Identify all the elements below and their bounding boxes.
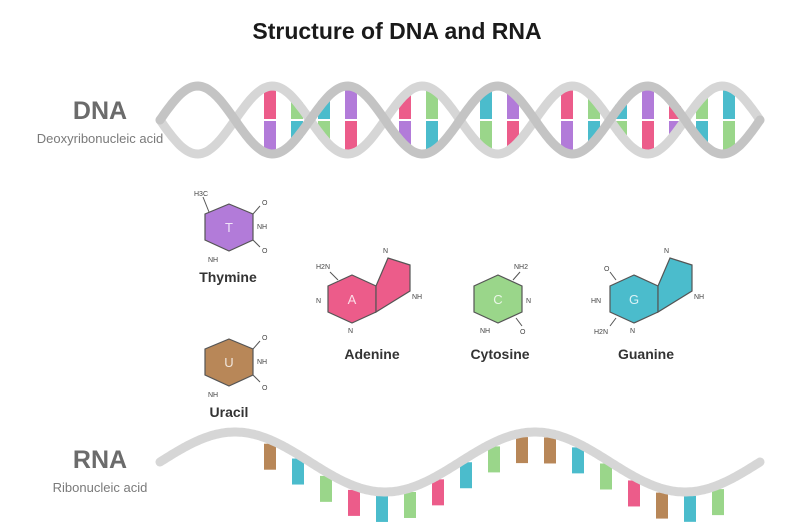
rna-base-guanine [684,495,696,522]
rna-subtitle: Ribonucleic acid [52,480,148,495]
rna-base-cytosine [404,491,416,518]
adenine-group-nh-right: NH [412,294,422,301]
dna-base-adenine [264,86,276,119]
thymine-group-o-top: O [262,200,268,207]
thymine-molecule: T H3C O NH NH O [194,191,268,264]
uracil-letter: U [224,355,233,370]
rna-base-guanine [460,462,472,489]
dna-base-guanine [723,87,735,119]
cytosine-group-nh: NH [480,328,490,335]
adenine-group-nh2: H2N [316,264,330,271]
dna-backbone-strand-2 [155,81,765,159]
rna-bases [264,437,724,522]
cytosine-group-nh2: NH2 [514,264,528,271]
dna-base-adenine [561,86,573,119]
uracil-group-nh-right: NH [257,359,267,366]
rna-base-uracil [516,437,528,464]
guanine-pentagon [657,257,693,314]
guanine-group-n-top: N [664,248,669,255]
rna-base-uracil [544,437,556,464]
adenine-letter: A [348,292,357,307]
thymine-letter: T [225,220,233,235]
rna-base-guanine [572,447,584,474]
dna-label: DNA [72,97,128,125]
dna-double-helix [155,81,765,159]
dna-base-thymine [345,86,357,119]
cytosine-group-o: O [520,329,526,336]
rna-base-adenine [628,480,640,507]
guanine-group-n-bottom: N [630,328,635,335]
guanine-name: Guanine [617,346,674,362]
rna-base-cytosine [320,475,332,502]
rna-backbone-strand [155,427,765,497]
dna-base-thymine [561,121,573,154]
adenine-pentagon [375,257,411,314]
guanine-group-o: O [604,266,610,273]
rna-base-adenine [348,489,360,516]
rna-label: RNA [72,446,128,474]
cytosine-letter: C [493,292,502,307]
cytosine-name: Cytosine [470,346,530,362]
adenine-molecule: A H2N N N N NH [316,248,422,335]
uracil-group-o-top: O [262,335,268,342]
thymine-group-ch3: H3C [194,191,208,198]
cytosine-ring [473,274,523,324]
dna-subtitle: Deoxyribonucleic acid [36,131,164,146]
thymine-group-nh-bottom: NH [208,257,218,264]
guanine-group-nh-right: NH [694,294,704,301]
uracil-group-o-bottom: O [262,385,268,392]
thymine-group-o-bottom: O [262,248,268,255]
thymine-group-nh-right: NH [257,224,267,231]
rna-base-cytosine [488,446,500,473]
rna-base-uracil [656,492,668,519]
page-title: Structure of DNA and RNA [252,18,542,44]
adenine-name: Adenine [344,346,400,362]
uracil-name: Uracil [209,404,249,420]
guanine-molecule: G O HN H2N N N NH [591,248,704,336]
dna-base-adenine [345,121,357,154]
dna-base-adenine [642,121,654,154]
dna-base-thymine [264,121,276,154]
cytosine-molecule: C NH2 N NH O [473,264,531,336]
adenine-group-n-left: N [316,298,321,305]
guanine-group-h2n: H2N [594,329,608,336]
rna-strand [155,427,765,497]
adenine-group-n-bottom: N [348,328,353,335]
rna-base-guanine [292,458,304,485]
uracil-molecule: U O NH NH O [204,335,268,399]
cytosine-group-n: N [526,298,531,305]
adenine-group-n-top: N [383,248,388,255]
rna-base-uracil [264,443,276,470]
rna-base-cytosine [600,463,612,490]
rna-base-adenine [432,479,444,506]
thymine-name: Thymine [199,269,257,285]
rna-base-guanine [376,495,388,522]
rna-base-cytosine [712,489,724,516]
uracil-group-nh-bottom: NH [208,392,218,399]
dna-base-thymine [642,86,654,119]
dna-base-cytosine [723,121,735,153]
guanine-group-hn: HN [591,298,601,305]
guanine-letter: G [629,292,639,307]
